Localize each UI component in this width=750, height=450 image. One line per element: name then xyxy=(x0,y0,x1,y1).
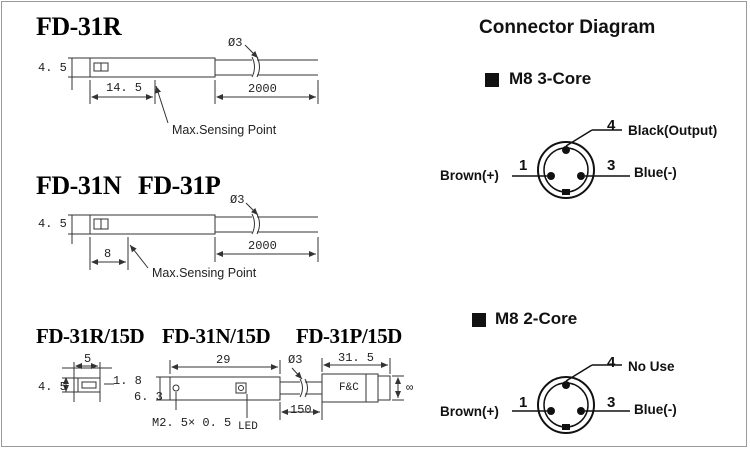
dim-diameter: Ø3 xyxy=(228,36,243,50)
model-fd31p: FD-31P xyxy=(138,171,221,200)
dim-length: 29 xyxy=(216,353,231,367)
sensing-point-label: Max.Sensing Point xyxy=(172,123,277,137)
fd31r-drawing xyxy=(68,44,319,124)
dim-height: 4. 5 xyxy=(38,61,67,75)
fd3115d-drawing xyxy=(62,358,404,420)
model-fd31n-15d: FD-31N/15D xyxy=(162,324,271,348)
fd31np-drawing xyxy=(68,202,319,270)
model-fd31n: FD-31N xyxy=(36,171,122,200)
dim-height: 4. 5 xyxy=(38,217,67,231)
pin-number: 1 xyxy=(519,157,528,174)
pin-label-nouse: No Use xyxy=(628,359,675,374)
connector-diagram-title: Connector Diagram xyxy=(479,17,656,38)
dim-diameter: Ø3 xyxy=(288,353,303,367)
m8-3core-title: M8 3-Core xyxy=(509,69,592,88)
pin-number: 4 xyxy=(607,117,616,134)
dim-connector-diameter: ∞ xyxy=(406,381,414,395)
bullet-square-icon xyxy=(472,313,486,327)
bullet-square-icon xyxy=(485,73,499,87)
dim-offset: 8 xyxy=(104,247,112,261)
model-fd31r-15d: FD-31R/15D xyxy=(36,324,145,348)
dim-thin: 1. 8 xyxy=(113,374,142,388)
dim-diameter: Ø3 xyxy=(230,193,245,207)
model-fd31r: FD-31R xyxy=(36,12,122,41)
sensing-point-label: Max.Sensing Point xyxy=(152,266,257,280)
dim-cable: 150 xyxy=(290,403,312,417)
dim-cable: 2000 xyxy=(248,239,277,253)
thread-label: M2. 5× 0. 5 xyxy=(152,416,232,430)
dim-width: 5 xyxy=(84,352,92,366)
pin-number: 3 xyxy=(607,394,616,411)
pin-number: 1 xyxy=(519,394,528,411)
led-label: LED xyxy=(238,421,258,433)
dim-height: 4. 5 xyxy=(38,380,67,394)
m8-2core-title: M8 2-Core xyxy=(495,309,578,328)
m8-2core-connector xyxy=(512,364,630,434)
pin-label-brown: Brown(+) xyxy=(440,168,499,183)
dim-body-height: 6. 3 xyxy=(134,390,163,404)
dim-offset: 14. 5 xyxy=(106,81,143,95)
pin-label-blue: Blue(-) xyxy=(634,165,677,180)
pin-number: 3 xyxy=(607,157,616,174)
pin-label-blue: Blue(-) xyxy=(634,402,677,417)
pin-label-brown: Brown(+) xyxy=(440,404,499,419)
m8-3core-connector xyxy=(512,129,630,199)
connector-mark: F&C xyxy=(339,382,359,394)
dim-cable: 2000 xyxy=(248,82,277,96)
dim-connector-length: 31. 5 xyxy=(338,351,375,365)
pin-label-black: Black(Output) xyxy=(628,123,718,138)
model-fd31p-15d: FD-31P/15D xyxy=(296,324,402,348)
pin-number: 4 xyxy=(607,354,616,371)
